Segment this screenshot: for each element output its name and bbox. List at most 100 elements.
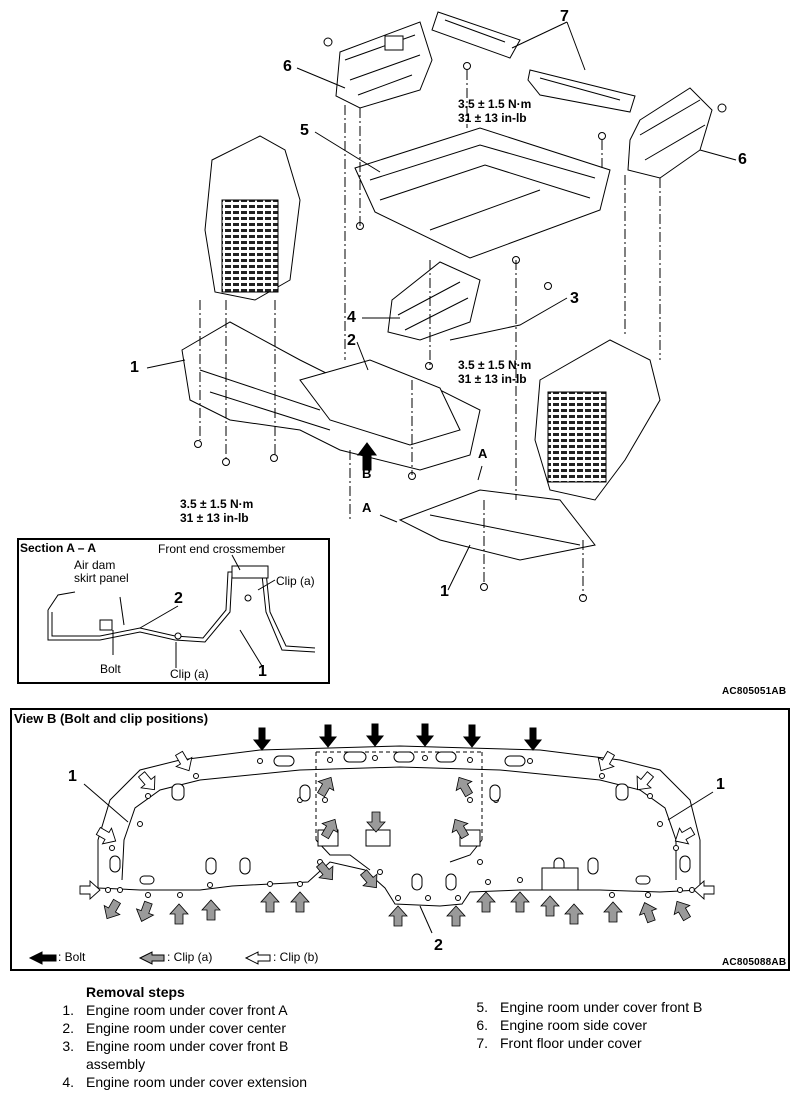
legend-clip-b-arrow-icon	[244, 951, 271, 965]
bolt-arrow-icon	[365, 723, 385, 747]
bolt-arrow-icon	[252, 727, 272, 751]
under-cover-extension	[387, 261, 481, 370]
callout-5: 5	[300, 122, 309, 139]
legend-clip-a-label: : Clip (a)	[167, 950, 213, 964]
clip-a-arrow-icon	[103, 898, 122, 920]
view-b-callout-1-left: 1	[68, 768, 77, 785]
exploded-view-drawing	[47, 11, 737, 668]
clip-b-arrow-icon	[597, 750, 616, 772]
view-b-callout-1-right: 1	[716, 776, 725, 793]
side-cover-right	[627, 87, 727, 179]
torque-nm: 3.5 ± 1.5 N·m	[180, 497, 254, 511]
torque-inlb: 31 ± 13 in-lb	[458, 111, 527, 125]
section-a-lower-label: A	[362, 500, 372, 515]
clip-b-arrow-icon	[174, 750, 193, 772]
clip-a-arrow-icon	[638, 902, 658, 924]
clip-a-arrow-icon	[540, 895, 560, 917]
removal-step: 7.Front floor under cover	[476, 1035, 642, 1051]
clip-a-arrow-icon	[359, 869, 378, 889]
clip-a-arrow-icon	[316, 776, 335, 798]
torque-inlb: 31 ± 13 in-lb	[458, 372, 527, 386]
removal-step: 6.Engine room side cover	[476, 1017, 648, 1033]
section-a-a-panel	[17, 538, 330, 684]
clip-a-arrow-icon	[476, 891, 496, 913]
callout-4: 4	[347, 309, 356, 326]
figure-code-top: AC805051AB	[722, 686, 787, 697]
torque-spec-bottom: 3.5 ± 1.5 N·m 31 ± 13 in-lb	[180, 497, 253, 525]
bolt-arrows	[252, 723, 543, 751]
section-a-upper-label: A	[478, 446, 488, 461]
callout-1-bottom: 1	[440, 583, 449, 600]
removal-step: 3.Engine room under cover front B assemb…	[62, 1038, 289, 1072]
view-b-arrow-icon	[357, 442, 377, 471]
label-clip-a-upper: Clip (a)	[276, 574, 315, 588]
removal-step: 5.Engine room under cover front B	[476, 999, 703, 1015]
torque-nm: 3.5 ± 1.5 N·m	[458, 97, 532, 111]
leader-lines	[146, 21, 737, 591]
view-b-label: B	[362, 466, 372, 481]
clip-a-arrow-icon	[366, 811, 386, 833]
bolt-arrow-icon	[523, 727, 543, 751]
wheel-liner-left	[204, 135, 301, 301]
clip-a-arrow-icon	[320, 818, 339, 840]
clip-a-arrow-icon	[388, 905, 408, 927]
clip-a-arrow-icon	[315, 861, 334, 881]
clip-a-arrows	[103, 776, 692, 927]
clip-a-arrow-icon	[603, 901, 623, 923]
clip-a-arrow-icon	[135, 900, 155, 922]
section-callout-1: 1	[258, 663, 267, 680]
side-cover-left	[323, 21, 433, 109]
label-clip-a-lower: Clip (a)	[170, 667, 209, 681]
clip-a-arrow-icon	[446, 905, 466, 927]
torque-spec-top: 3.5 ± 1.5 N·m 31 ± 13 in-lb	[458, 97, 531, 125]
clip-a-arrow-icon	[510, 891, 530, 913]
clip-a-arrow-icon	[169, 903, 189, 925]
wheel-liner-right	[534, 339, 661, 501]
clip-a-arrow-icon	[455, 776, 474, 798]
legend-bolt-label: : Bolt	[58, 950, 86, 964]
label-bolt: Bolt	[100, 662, 121, 676]
callout-3: 3	[570, 290, 579, 307]
legend-clip-a-arrow-icon	[138, 951, 165, 965]
section-callout-2: 2	[174, 590, 183, 607]
clip-a-arrow-icon	[451, 818, 470, 840]
under-cover-center-and-front-a	[181, 321, 596, 602]
section-a-a-title: Section A – A	[20, 541, 97, 555]
clip-a-arrow-icon	[564, 903, 584, 925]
label-skirt-panel: skirt panel	[74, 571, 129, 585]
callout-7: 7	[560, 8, 569, 25]
clip-a-arrow-icon	[201, 899, 221, 921]
removal-step: 4.Engine room under cover extension	[62, 1074, 308, 1090]
label-front-end-crossmember: Front end crossmember	[158, 542, 286, 556]
torque-spec-middle: 3.5 ± 1.5 N·m 31 ± 13 in-lb	[458, 358, 531, 386]
removal-step: 1.Engine room under cover front A	[62, 1002, 288, 1018]
legend-clip-b-label: : Clip (b)	[273, 950, 319, 964]
clip-a-arrow-icon	[673, 900, 692, 922]
alignment-lines	[199, 70, 661, 596]
callout-2: 2	[347, 332, 356, 349]
front-floor-cover	[431, 11, 636, 140]
clip-a-arrow-icon	[290, 891, 310, 913]
removal-step: 2.Engine room under cover center	[62, 1020, 286, 1036]
label-air-dam: Air dam	[74, 558, 116, 572]
view-b-callout-2: 2	[434, 937, 443, 954]
callout-6-left: 6	[283, 58, 292, 75]
clip-b-arrow-icon	[693, 879, 715, 901]
callout-6-right: 6	[738, 151, 747, 168]
view-b-title: View B (Bolt and clip positions)	[14, 711, 209, 726]
torque-nm: 3.5 ± 1.5 N·m	[458, 358, 532, 372]
callout-1-left: 1	[130, 359, 139, 376]
clip-a-arrow-icon	[260, 891, 280, 913]
bolt-arrow-icon	[415, 723, 435, 747]
clip-b-arrow-icon	[79, 879, 101, 901]
bolt-arrow-icon	[318, 724, 338, 748]
clip-b-arrow-icon	[137, 771, 156, 791]
clip-b-arrow-icon	[636, 771, 655, 791]
clip-b-arrow-icon	[674, 826, 696, 845]
clip-b-arrows	[79, 750, 715, 901]
figure-code-view-b: AC805088AB	[722, 957, 787, 968]
removal-steps-right: 5.Engine room under cover front B 6.Engi…	[466, 998, 786, 1052]
torque-inlb: 31 ± 13 in-lb	[180, 511, 249, 525]
bolt-arrow-icon	[462, 724, 482, 748]
